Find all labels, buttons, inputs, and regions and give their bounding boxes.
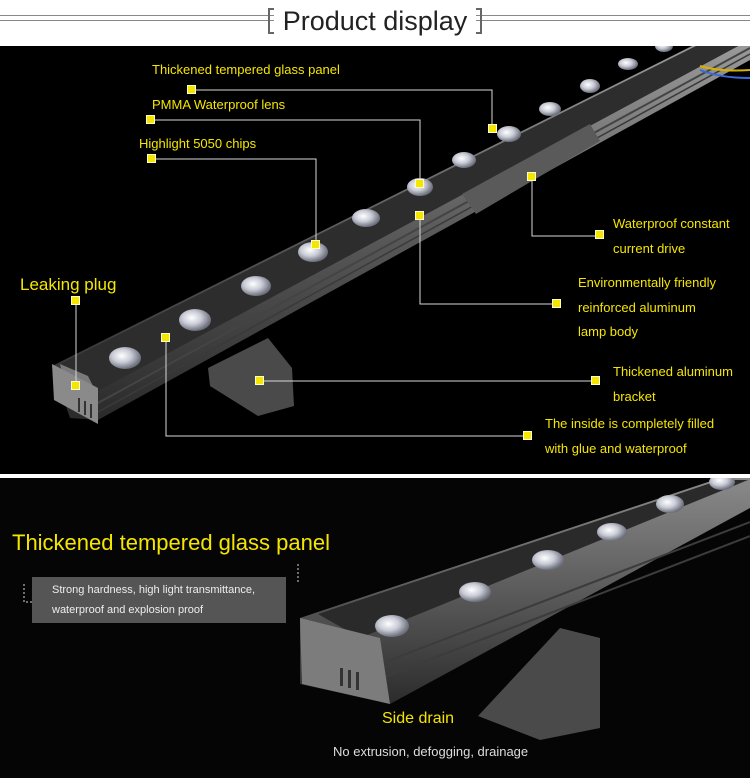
- header-bracket-left: [268, 8, 274, 34]
- header-bracket-right: [476, 8, 482, 34]
- lamp-body: [300, 478, 750, 704]
- driver-box: [462, 124, 600, 214]
- detail-title: Thickened tempered glass panel: [12, 530, 330, 555]
- callout-glue-line1: The inside is completely filled: [545, 416, 715, 431]
- product-callout-panel: Thickened tempered glass panel PMMA Wate…: [0, 46, 750, 474]
- callout-leaking-plug: Leaking plug: [20, 275, 117, 294]
- callout-chips: Highlight 5050 chips: [139, 136, 257, 151]
- callout-marker: [311, 240, 320, 249]
- callout-marker: [595, 230, 604, 239]
- led-chips: [375, 478, 735, 637]
- callout-marker: [415, 179, 424, 188]
- leader-lines: [23, 564, 299, 603]
- callout-drive-line1: Waterproof constant: [613, 216, 730, 231]
- detail-description-line1: Strong hardness, high light transmittanc…: [52, 584, 256, 596]
- callout-marker: [415, 211, 424, 220]
- side-drain-label: Side drain: [382, 710, 455, 727]
- lamp-closeup-illustration: [23, 478, 750, 740]
- end-cap-face: [300, 618, 390, 704]
- callout-marker: [187, 85, 196, 94]
- callout-pmma-lens: PMMA Waterproof lens: [152, 97, 286, 112]
- detail-panel: Thickened tempered glass panel Strong ha…: [0, 478, 750, 778]
- callout-marker: [147, 154, 156, 163]
- callout-bracket-line1: Thickened aluminum: [613, 364, 733, 379]
- led-wall-washer-illustration: [52, 46, 750, 437]
- section-header: Product display: [0, 0, 750, 46]
- detail-description: Strong hardness, high light transmittanc…: [32, 577, 286, 623]
- callout-marker: [527, 172, 536, 181]
- callout-marker: [71, 381, 80, 390]
- detail-description-line2: waterproof and explosion proof: [52, 604, 204, 616]
- mounting-bracket: [478, 628, 600, 740]
- callout-bracket-line2: bracket: [613, 389, 656, 404]
- callout-glue-line2: with glue and waterproof: [545, 441, 687, 456]
- callout-marker: [71, 296, 80, 305]
- panel-divider: [0, 474, 750, 478]
- leader-lines: [75, 89, 600, 437]
- glass-channel: [60, 46, 739, 392]
- callout-body-line3: lamp body: [578, 324, 638, 339]
- callout-glass-panel: Thickened tempered glass panel: [152, 62, 340, 77]
- callout-body-line2: reinforced aluminum: [578, 300, 696, 315]
- callout-marker: [591, 376, 600, 385]
- callout-marker: [552, 299, 561, 308]
- callout-drive-line2: current drive: [613, 241, 686, 256]
- mounting-bracket: [208, 338, 294, 416]
- callout-marker: [523, 431, 532, 440]
- callout-marker: [255, 376, 264, 385]
- end-cap-face: [52, 364, 98, 424]
- callout-marker: [146, 115, 155, 124]
- side-drain-caption: No extrusion, defogging, drainage: [333, 744, 529, 759]
- callout-marker: [488, 124, 497, 133]
- callout-body-line1: Environmentally friendly: [578, 275, 717, 290]
- callout-marker: [161, 333, 170, 342]
- page-title: Product display: [274, 2, 476, 40]
